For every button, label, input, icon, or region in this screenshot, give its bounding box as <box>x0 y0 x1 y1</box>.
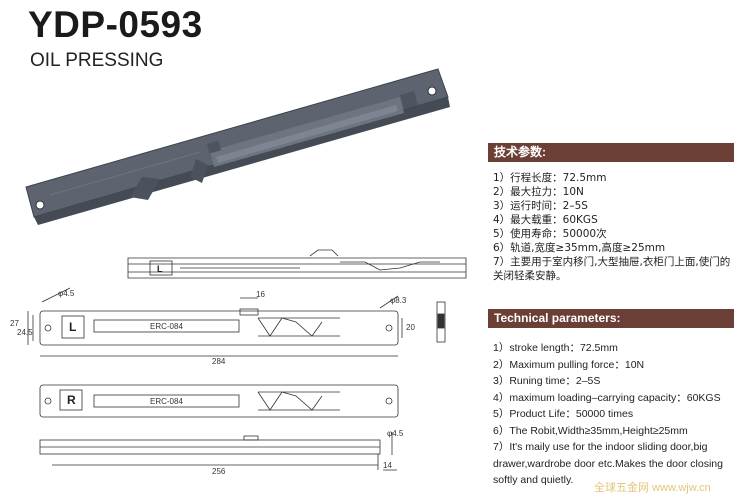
side-view-drawing <box>39 432 397 471</box>
tech-cn-item: 3）运行时间：2–5S <box>493 200 588 212</box>
dim-284: 284 <box>212 357 226 366</box>
tech-cn-item: 4）最大载重：60KGS <box>493 214 598 226</box>
dim-24-5: 24.5 <box>17 328 33 337</box>
tech-en-item: 1）stroke length：72.5mm <box>493 342 618 354</box>
dim-16: 16 <box>256 290 265 299</box>
dim-8-3: φ8.3 <box>390 296 407 305</box>
dim-14: 14 <box>383 461 392 470</box>
dim-20: 20 <box>406 323 415 332</box>
site-watermark: 全球五金网 www.wjw.cn <box>594 482 711 494</box>
tech-cn-item: 6）轨道,宽度≥35mm,高度≥25mm <box>493 242 666 254</box>
tech-cn-list: 1）行程长度：72.5mm 2）最大拉力：10N 3）运行时间：2–5S 4）最… <box>493 171 733 283</box>
tech-cn-item: 2）最大拉力：10N <box>493 186 584 198</box>
top-view-label-l: L <box>69 320 76 334</box>
tech-cn-header: 技术参数: <box>488 143 734 162</box>
tech-en-item: 4）maximum loading–carrying capacity：60KG… <box>493 391 721 404</box>
isometric-label-l: L <box>157 264 163 274</box>
tech-en-item: 7）It's maily use for the indoor sliding … <box>493 441 723 486</box>
dim-27: 27 <box>10 319 19 328</box>
dim-4-5-side: φ4.5 <box>387 429 404 438</box>
tech-en-item: 3）Runing time：2–5S <box>493 375 601 387</box>
bottom-view-drawing <box>39 384 399 418</box>
technical-drawings: L L ERC-084 φ4.5 27 24.5 16 φ8.3 20 284 <box>10 249 467 476</box>
product-photo <box>25 68 450 225</box>
tech-en-header: Technical parameters: <box>488 309 734 328</box>
tech-cn-item: 7）主要用于室内移门,大型抽屉,衣柜门上面,使门的关闭轻柔安静。 <box>493 256 731 282</box>
dim-diameter-top: φ4.5 <box>58 289 75 298</box>
part-code-top: ERC-084 <box>150 322 183 331</box>
dim-256: 256 <box>212 467 226 476</box>
tech-en-item: 6）The Robit,Width≥35mm,Height≥25mm <box>493 424 688 437</box>
top-view-drawing <box>27 287 446 357</box>
bottom-view-label-r: R <box>67 393 76 407</box>
product-subtitle: OIL PRESSING <box>30 50 164 71</box>
tech-en-item: 2）Maximum pulling force：10N <box>493 358 645 371</box>
model-number: YDP-0593 <box>28 4 203 45</box>
tech-en-list: 1）stroke length：72.5mm 2）Maximum pulling… <box>493 340 733 489</box>
tech-cn-item: 1）行程长度：72.5mm <box>493 172 607 184</box>
tech-cn-item: 5）使用寿命：50000次 <box>493 228 607 240</box>
tech-en-item: 5）Product Life：50000 times <box>493 408 634 420</box>
part-code-bottom: ERC-084 <box>150 397 183 406</box>
isometric-line-drawing <box>127 249 467 279</box>
